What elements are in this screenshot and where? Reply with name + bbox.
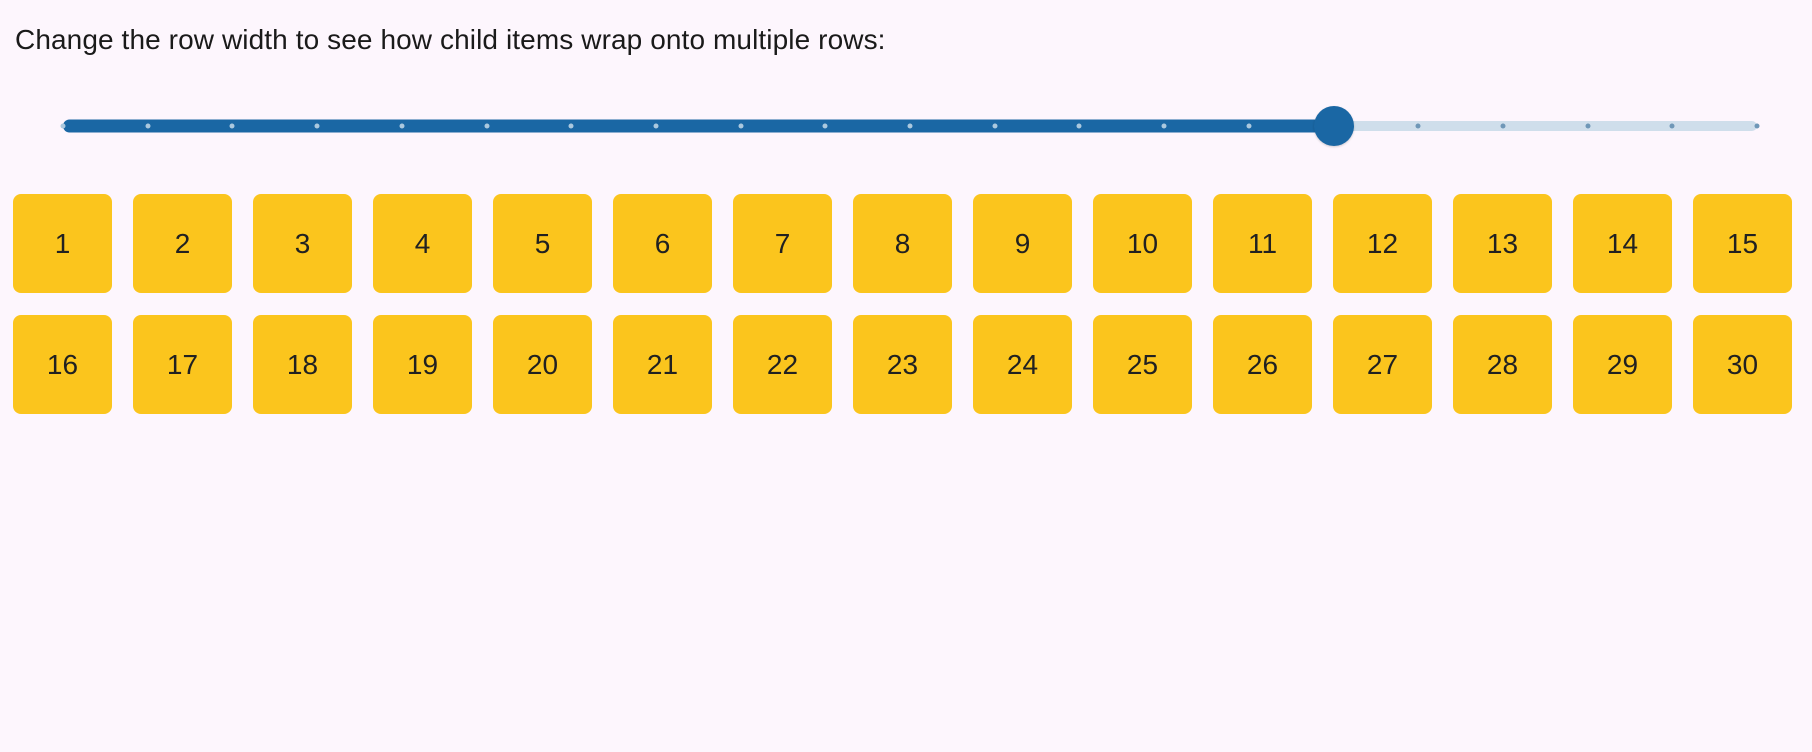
slider-tick [1161,123,1167,129]
slider-tick [145,123,151,129]
grid-item: 29 [1573,315,1672,414]
grid-item: 11 [1213,194,1312,293]
grid-item: 4 [373,194,472,293]
grid-item: 8 [853,194,952,293]
grid-item: 17 [133,315,232,414]
grid-item: 5 [493,194,592,293]
slider-tick [60,123,66,129]
slider-tick [568,123,574,129]
slider-tick [1754,123,1760,129]
grid-item: 12 [1333,194,1432,293]
grid-item: 10 [1093,194,1192,293]
slider-tick [1246,123,1252,129]
grid-item: 14 [1573,194,1672,293]
slider-tick [1415,123,1421,129]
slider-tick [229,123,235,129]
grid-item: 22 [733,315,832,414]
grid-item: 6 [613,194,712,293]
row-width-slider[interactable] [60,106,1760,146]
slider-ticks [60,106,1760,146]
grid-item: 25 [1093,315,1192,414]
grid-item: 21 [613,315,712,414]
grid-item: 26 [1213,315,1312,414]
grid-item: 23 [853,315,952,414]
slider-tick [653,123,659,129]
grid-item: 27 [1333,315,1432,414]
grid-item: 3 [253,194,352,293]
grid-item: 13 [1453,194,1552,293]
grid-item: 28 [1453,315,1552,414]
grid-item: 7 [733,194,832,293]
slider-thumb[interactable] [1313,106,1354,146]
slider-tick [399,123,405,129]
grid-item: 16 [13,315,112,414]
slider-tick [484,123,489,129]
slider-tick [992,123,998,129]
slider-tick [1585,123,1591,129]
slider-tick [738,123,744,129]
slider-tick [822,123,828,129]
slider-tick [1669,123,1675,129]
grid-item: 30 [1693,315,1792,414]
slider-tick [314,123,320,129]
slider-tick [1076,123,1082,129]
grid-item: 15 [1693,194,1792,293]
grid-item: 9 [973,194,1072,293]
slider-tick [1500,123,1506,129]
grid-item: 18 [253,315,352,414]
slider-tick [907,123,913,129]
instruction-text: Change the row width to see how child it… [15,24,886,55]
grid-item: 19 [373,315,472,414]
slider-fill [63,119,1334,133]
grid-item: 1 [13,194,112,293]
grid-item: 2 [133,194,232,293]
grid-item: 20 [493,315,592,414]
grid-item: 24 [973,315,1072,414]
